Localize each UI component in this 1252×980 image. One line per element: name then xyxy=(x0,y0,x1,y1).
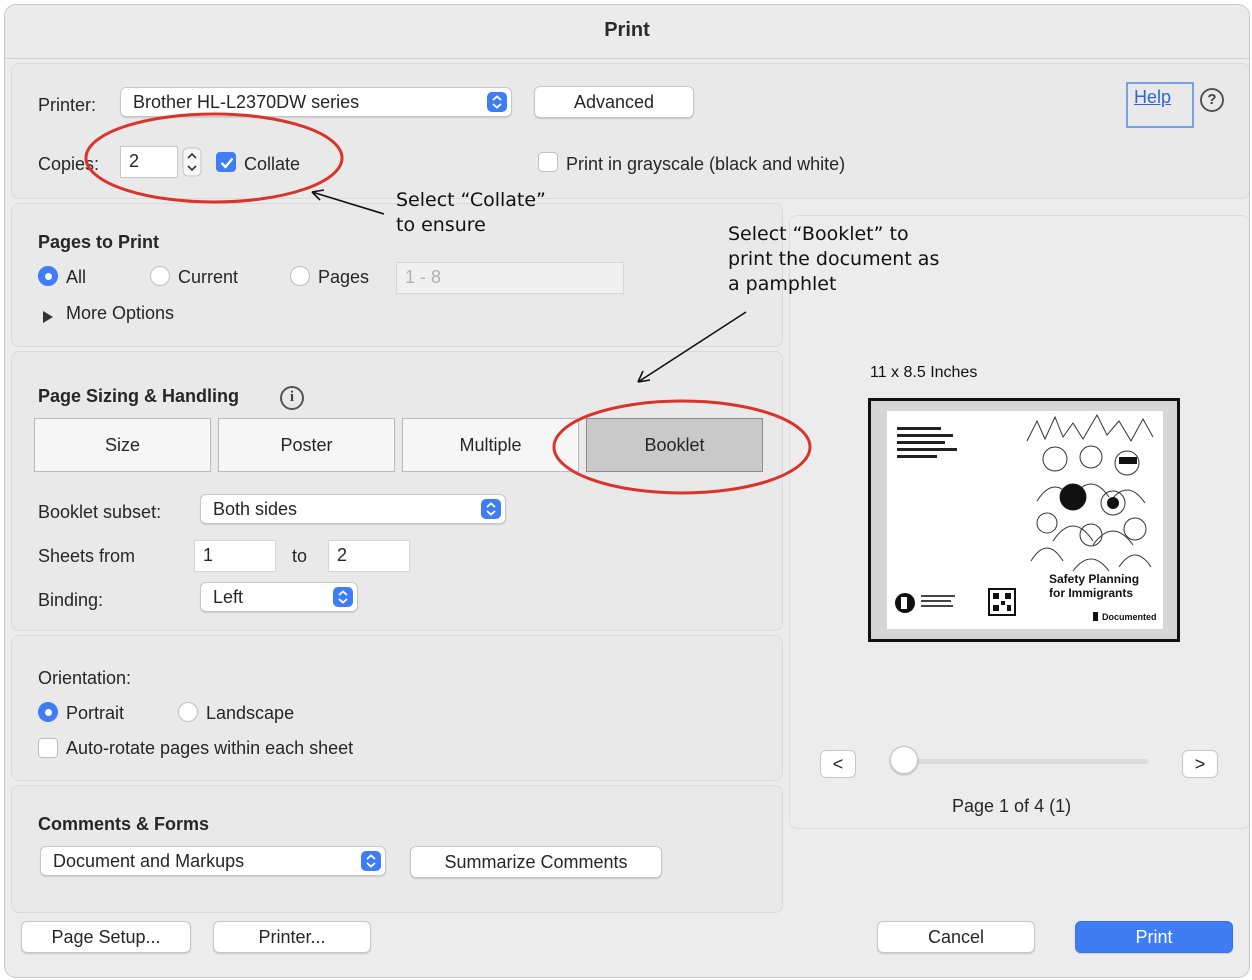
booklet-subset-select[interactable]: Both sides xyxy=(200,494,506,524)
cancel-button[interactable]: Cancel xyxy=(877,921,1035,953)
pages-range-placeholder: 1 - 8 xyxy=(405,267,442,287)
binding-select[interactable]: Left xyxy=(200,582,358,612)
auto-rotate-checkbox[interactable] xyxy=(38,738,58,758)
comments-forms-value: Document and Markups xyxy=(53,851,245,871)
disclosure-triangle-icon[interactable] xyxy=(42,308,54,329)
radio-all-label: All xyxy=(66,267,87,287)
radio-landscape[interactable] xyxy=(178,702,198,722)
comments-forms-select[interactable]: Document and Markups xyxy=(40,846,386,876)
radio-landscape-label: Landscape xyxy=(206,703,295,723)
chevron-updown-icon xyxy=(361,851,381,871)
collate-note-line-1: Select “Collate” xyxy=(396,189,546,211)
title-bar: Print xyxy=(5,5,1249,59)
grayscale-label: Print in grayscale (black and white) xyxy=(566,154,846,174)
page-slider-track[interactable] xyxy=(896,759,1148,764)
preview-area: 11 x 8.5 Inches xyxy=(789,215,1249,829)
binding-label: Binding: xyxy=(38,590,104,610)
collate-checkbox[interactable] xyxy=(216,152,236,172)
radio-pages[interactable] xyxy=(290,266,310,286)
printer-select-value: Brother HL-L2370DW series xyxy=(133,92,360,112)
chevron-updown-icon xyxy=(481,499,501,519)
sheets-from-input[interactable]: 1 xyxy=(194,540,276,572)
advanced-button[interactable]: Advanced xyxy=(534,86,694,118)
paper-size-label: 11 x 8.5 Inches xyxy=(870,364,978,381)
page-preview: Safety Planning for Immigrants xyxy=(868,398,1180,642)
collate-note-line-2: to ensure xyxy=(396,214,486,236)
next-page-button[interactable]: > xyxy=(1182,750,1218,778)
auto-rotate-label: Auto-rotate pages within each sheet xyxy=(66,738,354,758)
radio-pages-label: Pages xyxy=(318,267,370,287)
tab-booklet[interactable]: Booklet xyxy=(586,418,763,472)
page-sizing-panel: Page Sizing & Handling i Size Poster Mul… xyxy=(11,351,783,631)
pages-to-print-heading: Pages to Print xyxy=(38,232,160,252)
comments-forms-heading: Comments & Forms xyxy=(38,814,210,834)
orientation-heading: Orientation: xyxy=(38,668,132,688)
sheets-to-input[interactable]: 2 xyxy=(328,540,410,572)
page-sizing-heading: Page Sizing & Handling xyxy=(38,386,240,406)
booklet-note-line-3: a pamphlet xyxy=(728,273,837,295)
printer-select[interactable]: Brother HL-L2370DW series xyxy=(120,87,512,117)
document-preview-image: Safety Planning for Immigrants xyxy=(895,413,1157,622)
page-setup-button[interactable]: Page Setup... xyxy=(21,921,191,953)
help-link-box xyxy=(1126,82,1194,128)
copies-stepper[interactable] xyxy=(182,147,202,177)
preview-doc-brand: Documented xyxy=(1102,612,1157,622)
printer-label: Printer: xyxy=(38,95,97,115)
booklet-subset-label: Booklet subset: xyxy=(38,502,162,522)
sheets-from-label: Sheets from xyxy=(38,546,136,566)
help-icon[interactable]: ? xyxy=(1200,88,1224,112)
printer-button[interactable]: Printer... xyxy=(213,921,371,953)
info-icon[interactable]: i xyxy=(280,386,304,410)
tab-poster[interactable]: Poster xyxy=(218,418,395,472)
preview-doc-title-2: for Immigrants xyxy=(1049,586,1133,600)
radio-current-label: Current xyxy=(178,267,239,287)
comments-forms-panel: Comments & Forms Document and Markups Su… xyxy=(11,785,783,913)
booklet-subset-value: Both sides xyxy=(213,499,298,519)
print-button[interactable]: Print xyxy=(1075,921,1233,953)
help-link[interactable]: Help xyxy=(1134,87,1172,107)
copies-value: 2 xyxy=(129,151,140,171)
binding-value: Left xyxy=(213,587,244,607)
radio-portrait-label: Portrait xyxy=(66,703,125,723)
booklet-note-line-2: print the document as xyxy=(728,248,940,270)
preview-doc-title-1: Safety Planning xyxy=(1049,572,1139,586)
copies-label: Copies: xyxy=(38,154,100,174)
collate-label: Collate xyxy=(244,154,301,174)
radio-all[interactable] xyxy=(38,266,58,286)
tab-size[interactable]: Size xyxy=(34,418,211,472)
radio-portrait[interactable] xyxy=(38,702,58,722)
booklet-annotation: Select “Booklet” to print the document a… xyxy=(728,222,939,297)
sheets-to-label: to xyxy=(292,546,308,566)
preview-page: Safety Planning for Immigrants xyxy=(887,411,1163,629)
chevron-updown-icon xyxy=(487,92,507,112)
print-dialog: Print Printer: Brother HL-L2370DW series… xyxy=(4,4,1250,978)
more-options-toggle[interactable]: More Options xyxy=(66,303,175,323)
collate-annotation: Select “Collate” to ensure xyxy=(396,188,546,238)
dialog-title: Print xyxy=(604,19,650,41)
chevron-updown-icon xyxy=(333,587,353,607)
booklet-note-line-1: Select “Booklet” to xyxy=(728,223,909,245)
checkmark-icon xyxy=(220,157,234,169)
grayscale-checkbox[interactable] xyxy=(538,152,558,172)
copies-input[interactable]: 2 xyxy=(120,146,178,178)
orientation-panel: Orientation: Portrait Landscape Auto-rot… xyxy=(11,635,783,781)
sheets-to-value: 2 xyxy=(337,545,348,565)
printer-panel: Printer: Brother HL-L2370DW series Advan… xyxy=(11,63,1249,199)
tab-multiple[interactable]: Multiple xyxy=(402,418,579,472)
radio-current[interactable] xyxy=(150,266,170,286)
pages-range-input[interactable]: 1 - 8 xyxy=(396,262,624,294)
sheets-from-value: 1 xyxy=(203,545,214,565)
summarize-comments-button[interactable]: Summarize Comments xyxy=(410,846,662,878)
page-slider-knob[interactable] xyxy=(890,746,918,774)
page-indicator: Page 1 of 4 (1) xyxy=(952,796,1072,816)
prev-page-button[interactable]: < xyxy=(820,750,856,778)
